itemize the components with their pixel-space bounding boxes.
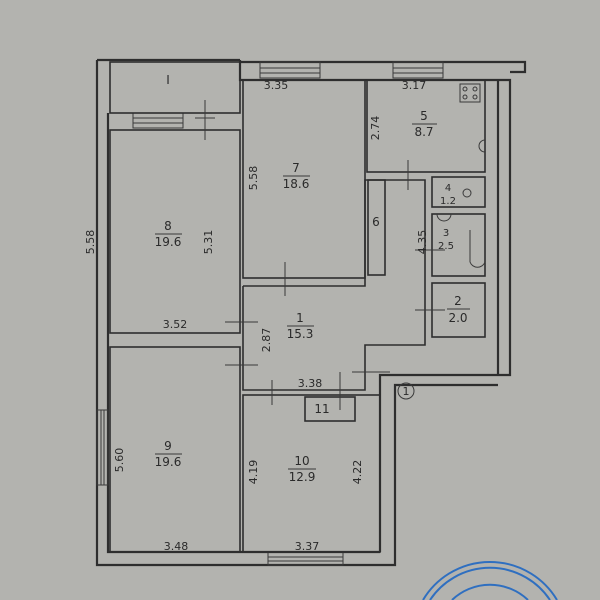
room-10-area: 12.9 — [289, 470, 316, 484]
room-1-area: 15.3 — [287, 327, 314, 341]
room-5-number: 5 — [420, 109, 428, 123]
room-labels: 8 19.6 7 18.6 5 8.7 6 4 1.2 3 2.5 2 2.0 … — [155, 109, 470, 484]
sink-icon — [478, 139, 486, 153]
dimension-labels: 3.35 5.58 3.17 2.74 5.58 5.31 3.52 4.35 … — [84, 79, 429, 553]
window — [132, 112, 184, 129]
dim: 5.31 — [202, 230, 215, 255]
dim: 4.22 — [351, 460, 364, 485]
balcony-label: I — [166, 73, 170, 87]
stove-icon — [459, 83, 481, 103]
room-4-area: 1.2 — [440, 196, 456, 207]
entrance-marker — [397, 382, 415, 400]
room-7-area: 18.6 — [283, 177, 310, 191]
room-11 — [304, 396, 356, 422]
room-11-number: 11 — [314, 402, 329, 416]
window — [267, 551, 344, 566]
room-9 — [109, 346, 241, 553]
toilet-icon — [462, 188, 472, 198]
room-9-area: 19.6 — [155, 455, 182, 469]
bathtub-icon — [469, 230, 486, 268]
room-3 — [431, 213, 486, 277]
dim: 3.37 — [295, 540, 320, 553]
dim: 4.19 — [247, 460, 260, 485]
room-7 — [242, 79, 366, 279]
dim: 3.52 — [163, 318, 188, 331]
room-7-number: 7 — [292, 161, 300, 175]
official-stamp — [422, 560, 558, 600]
room-4-number: 4 — [445, 183, 451, 194]
entrance-marker-label: 1 — [403, 385, 410, 398]
room-9-number: 9 — [164, 439, 172, 453]
room-8-number: 8 — [164, 219, 172, 233]
room-8 — [109, 129, 241, 334]
fixtures — [436, 83, 486, 268]
room-10 — [242, 394, 381, 553]
dim: 4.35 — [416, 230, 429, 255]
washbasin-icon — [436, 213, 452, 222]
room-10-number: 10 — [294, 454, 309, 468]
windows — [96, 61, 444, 566]
dim: 3.38 — [298, 377, 323, 390]
room-3-number: 3 — [443, 228, 449, 239]
dim: 5.58 — [84, 230, 97, 255]
room-1-number: 1 — [296, 311, 304, 325]
dim: 3.35 — [264, 79, 289, 92]
room-5 — [366, 79, 486, 173]
room-3-area: 2.5 — [438, 241, 454, 252]
room-1 — [242, 179, 426, 391]
dim: 3.48 — [164, 540, 189, 553]
window — [259, 61, 321, 79]
room-6-number: 6 — [372, 215, 380, 229]
window — [392, 61, 444, 79]
dim: 5.60 — [113, 448, 126, 473]
dim: 5.58 — [247, 166, 260, 191]
balcony — [109, 61, 241, 114]
door-marks — [195, 100, 445, 410]
room-2-area: 2.0 — [448, 311, 467, 325]
room-4 — [431, 176, 486, 208]
rooms — [109, 79, 486, 553]
room-8-area: 19.6 — [155, 235, 182, 249]
dim: 3.17 — [402, 79, 427, 92]
room-2-number: 2 — [454, 294, 462, 308]
room-5-area: 8.7 — [414, 125, 433, 139]
dim: 2.74 — [369, 116, 382, 141]
window — [96, 409, 109, 486]
dim: 2.87 — [260, 328, 273, 353]
